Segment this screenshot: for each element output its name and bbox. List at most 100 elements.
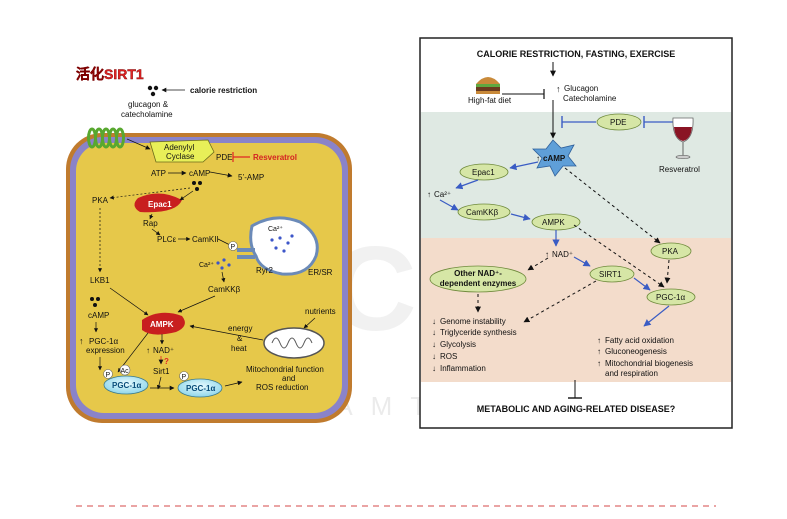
rap-label: Rap xyxy=(143,219,158,228)
pgc-expr-2-label: expression xyxy=(86,346,125,355)
ca2-mid-label: Ca²⁺ xyxy=(199,261,214,269)
nad-label: NAD⁺ xyxy=(552,250,573,259)
right-band-peach xyxy=(421,238,731,382)
epac1-oval xyxy=(459,163,509,181)
cyclase-label: Cyclase xyxy=(166,152,195,161)
effect-right-item: Mitochondrial biogenesis xyxy=(605,359,693,368)
pgc-expr-1-label: PGC-1α xyxy=(89,337,118,346)
effect-left-item: Genome instability xyxy=(440,317,506,326)
high-fat-label: High-fat diet xyxy=(468,96,512,105)
pgc-left-shape xyxy=(103,375,149,395)
effect-left-arrow-3: ↓ xyxy=(432,352,436,361)
camkii-label: CamKII xyxy=(192,235,219,244)
ryr2-channel-bar xyxy=(237,255,255,259)
sirt1-badge: 活化SIRT1 xyxy=(76,66,144,82)
camkkb-oval xyxy=(457,203,511,221)
mito-1-label: Mitochondrial function xyxy=(246,365,324,374)
epac1-label: Epac1 xyxy=(472,168,495,177)
left-camp-dots-icon xyxy=(90,297,100,307)
camp-dots-icon xyxy=(192,181,202,191)
glucagon-label: Glucagon xyxy=(564,84,598,93)
pgc-right-shape xyxy=(177,378,223,398)
receptor-icon xyxy=(87,127,125,149)
p-left-label: P xyxy=(106,372,111,379)
catecholamine-label: Catecholamine xyxy=(563,94,617,103)
resveratrol-label: Resveratrol xyxy=(253,153,297,162)
mitochondrion-icon xyxy=(263,327,325,359)
epac1-shape xyxy=(134,193,182,213)
pde-label: PDE xyxy=(216,153,232,162)
effects-left-list: ↓ Genome instability ↓ Triglyceride synt… xyxy=(432,317,517,373)
pde-label: PDE xyxy=(610,118,626,127)
er-sr-label: ER/SR xyxy=(308,268,333,277)
ca2-label: Ca²⁺ xyxy=(434,190,451,199)
epac1-label: Epac1 xyxy=(148,200,172,209)
effect-right-item: Fatty acid oxidation xyxy=(605,336,674,345)
p-circle-left xyxy=(103,369,113,379)
pgc-oval xyxy=(646,288,696,306)
p-right-label: P xyxy=(182,374,187,381)
p-circle-top xyxy=(228,241,238,251)
ac-circle xyxy=(119,364,131,376)
ampk-shape xyxy=(142,312,185,335)
effect-right-arrow-1: ↑ xyxy=(597,347,601,356)
ligand-dots-icon xyxy=(147,85,159,97)
other-enzymes-2-label: dependent enzymes xyxy=(440,279,517,288)
nad-up-arrow: ↑ xyxy=(146,346,150,355)
plce-label: PLCε xyxy=(157,235,177,244)
pka-label: PKA xyxy=(92,196,109,205)
left-diagram: 活化SIRT1 calorie restriction glucagon & c… xyxy=(66,66,352,423)
glucagon-up-arrow: ↑ xyxy=(556,84,561,94)
nad-up-arrow: ↑ xyxy=(545,250,549,259)
resveratrol-label: Resveratrol xyxy=(659,165,700,174)
effects-right-list: ↑ Fatty acid oxidation ↑ Gluconeogenesis… xyxy=(597,336,693,378)
ryr2-label: Ryr2 xyxy=(256,266,273,275)
glucagon-label: glucagon & xyxy=(128,100,169,109)
nad-label: NAD⁺ xyxy=(153,346,174,355)
er-ca2-label: Ca²⁺ xyxy=(268,225,283,233)
sirt1-label: SIRT1 xyxy=(599,270,622,279)
camkkb-label: CamKKβ xyxy=(208,285,241,294)
pgc-left-label: PGC-1α xyxy=(112,381,141,390)
ac-label: Ac xyxy=(121,368,130,375)
effect-left-arrow-0: ↓ xyxy=(432,317,436,326)
camp2-label: cAMP xyxy=(88,311,109,320)
camp-label: cAMP xyxy=(543,154,566,163)
right-title: CALORIE RESTRICTION, FASTING, EXERCISE xyxy=(477,49,676,59)
atp-label: ATP xyxy=(151,169,166,178)
er-sr-organelle xyxy=(249,216,319,276)
pka-oval xyxy=(650,242,692,260)
other-enzymes-1-label: Other NAD⁺- xyxy=(454,269,502,278)
ca2-up-arrow: ↑ xyxy=(427,190,431,199)
bottom-label: METABOLIC AND AGING-RELATED DISEASE? xyxy=(477,404,676,414)
sirt1-label: Sirt1 xyxy=(153,367,170,376)
ampk-label: AMPK xyxy=(542,218,565,227)
ampk-label: AMPK xyxy=(150,320,174,329)
p-top-label: P xyxy=(231,244,236,251)
camkkb-label: CamKKβ xyxy=(466,208,499,217)
pka-label: PKA xyxy=(662,247,679,256)
effect-left-arrow-1: ↓ xyxy=(432,328,436,337)
amp5-label: 5’-AMP xyxy=(238,173,264,182)
mito-3-label: ROS reduction xyxy=(256,383,308,392)
other-enzymes-oval xyxy=(429,265,527,293)
catecholamine-label: catecholamine xyxy=(121,110,173,119)
effect-right-item: Gluconeogenesis xyxy=(605,347,667,356)
mito-2-label: and xyxy=(282,374,295,383)
sirt1-oval xyxy=(589,265,635,283)
wine-glass-icon xyxy=(672,117,694,159)
effect-left-item: Inflammation xyxy=(440,364,486,373)
effect-left-item: Triglyceride synthesis xyxy=(440,328,517,337)
pgc-expr-up-arrow: ↑ xyxy=(79,336,84,346)
ryr2-channel xyxy=(237,248,255,252)
energy-label: energy xyxy=(228,324,252,333)
er-calcium-dots-icon xyxy=(270,234,294,253)
camp-star-shape xyxy=(532,139,577,177)
burger-icon xyxy=(476,77,500,94)
effect-right-item: and respiration xyxy=(605,369,658,378)
effect-left-arrow-2: ↓ xyxy=(432,340,436,349)
pgc-label: PGC-1α xyxy=(656,293,685,302)
calorie-restriction-label: calorie restriction xyxy=(190,86,257,95)
mitochondrion-cristae xyxy=(271,337,313,349)
